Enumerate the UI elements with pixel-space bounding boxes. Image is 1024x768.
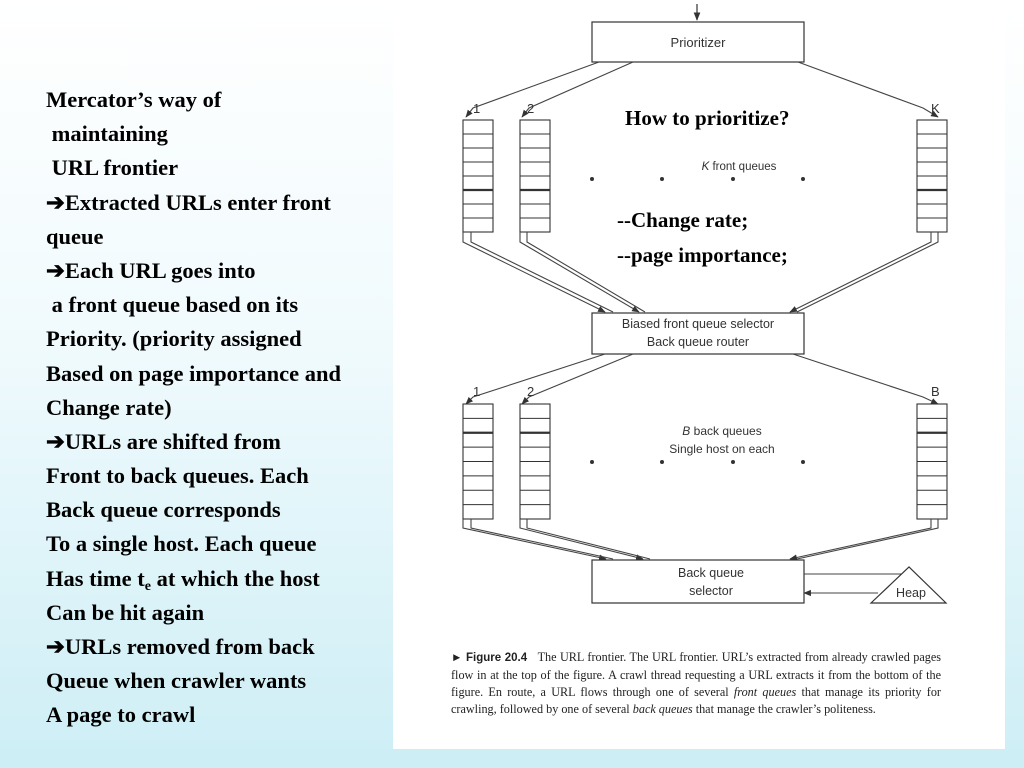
back-queues-caption: B back queues	[682, 424, 761, 438]
slide-text-line: Front to back queues. Each	[46, 459, 426, 493]
url-frontier-figure: Prioritizer 1 2 K K front queues How to …	[393, 0, 1005, 749]
slide-text-line: Has time te at which the host	[46, 562, 426, 596]
bullet-arrow-icon: ➔	[46, 634, 65, 659]
slide-text-segment: Priority. (priority assigned	[46, 326, 302, 352]
caption-text: that manage the crawler’s politeness.	[692, 702, 876, 716]
router-to-back-arrows	[465, 353, 939, 405]
figure-caption: ► Figure 20.4 The URL frontier. The URL …	[451, 649, 941, 718]
slide-text-segment: URL frontier	[46, 155, 179, 181]
bullet-arrow-icon: ➔	[46, 189, 65, 215]
front-queue-label-1: 1	[473, 101, 480, 116]
page-importance-note: --page importance;	[617, 243, 788, 267]
slide-text-segment: URLs removed from back	[64, 634, 315, 659]
slide-text-line: ➔Each URL goes into	[46, 254, 426, 288]
front-queue-1	[462, 119, 494, 233]
back-queue-b	[916, 403, 948, 520]
back-queue-1	[462, 403, 494, 520]
slide-text-line: ➔Extracted URLs enter front	[46, 186, 426, 220]
slide-text-segment: Has time t	[46, 565, 145, 591]
slide-text-segment: Extracted URLs enter front	[64, 189, 331, 215]
back-queues	[462, 403, 948, 520]
heap-triangle	[869, 566, 948, 604]
slide-text-segment: Queue when crawler wants	[46, 668, 307, 694]
back-router-label: Back queue router	[647, 335, 749, 349]
prioritizer-label: Prioritizer	[671, 35, 727, 50]
slide-text-segment: a front queue based on its	[46, 292, 299, 318]
prioritizer-box	[591, 21, 805, 63]
slide-text-segment: Front to back queues. Each	[46, 463, 309, 489]
slide-text-line: Based on page importance and	[46, 357, 426, 391]
slide-body-text: Mercator’s way of maintaining URL fronti…	[46, 83, 426, 733]
bullet-arrow-icon: ➔	[46, 428, 65, 454]
back-queues-subcaption: Single host on each	[669, 442, 774, 456]
slide-text-segment: Change rate)	[46, 394, 172, 420]
slide-text-line: maintaining	[46, 117, 426, 151]
caption-emphasis: back queues	[632, 702, 693, 716]
back-selector-label-1: Back queue	[678, 566, 744, 580]
slide-text-segment: Based on page importance and	[46, 360, 342, 386]
slide-text-segment: To a single host. Each queue	[46, 531, 317, 557]
slide-text-line: URL frontier	[46, 151, 426, 185]
back-selector-label-2: selector	[689, 584, 733, 598]
slide-text-segment: maintaining	[46, 121, 168, 147]
how-to-prioritize-note: How to prioritize?	[625, 106, 789, 130]
change-rate-note: --Change rate;	[617, 208, 748, 232]
slide-text-segment: queue	[46, 223, 104, 249]
slide-text-segment: Each URL goes into	[64, 257, 256, 283]
back-queue-2	[519, 403, 551, 520]
prioritizer-to-front-arrows	[465, 61, 939, 118]
front-queue-label-2: 2	[527, 101, 534, 116]
slide-text-line: Change rate)	[46, 391, 426, 425]
slide-text-line: A page to crawl	[46, 698, 426, 732]
slide-text-line: Can be hit again	[46, 596, 426, 630]
front-queue-k	[916, 119, 948, 233]
slide-text-line: queue	[46, 220, 426, 254]
slide-text-segment: Mercator’s way of	[46, 87, 222, 112]
slide-text-segment: A page to crawl	[46, 702, 196, 728]
slide-text-line: ➔URLs are shifted from	[46, 425, 426, 459]
figure-drawing: Prioritizer 1 2 K K front queues How to …	[462, 4, 948, 604]
back-ellipsis-dots	[590, 460, 805, 464]
slide-text-line: a front queue based on its	[46, 288, 426, 322]
front-queue-label-k: K	[931, 101, 940, 116]
front-queues-caption: K front queues	[702, 161, 777, 173]
front-queues	[462, 119, 948, 233]
slide-text-segment: at which the host	[150, 565, 320, 591]
slide-text-line: ➔URLs removed from back	[46, 630, 426, 664]
slide-text-line: Priority. (priority assigned	[46, 322, 426, 356]
front-to-selector-arrows	[462, 232, 939, 313]
front-selector-router-box	[591, 312, 805, 355]
slide-text-line: Back queue corresponds	[46, 493, 426, 527]
back-to-selector-arrows	[462, 519, 939, 561]
slide-text-line: To a single host. Each queue	[46, 527, 426, 561]
caption-figure-label: ► Figure 20.4	[451, 652, 528, 664]
caption-emphasis: front queues	[733, 685, 797, 699]
slide-text-segment: Can be hit again	[46, 599, 205, 625]
back-queue-label-1: 1	[473, 384, 480, 399]
slide-text-segment: Back queue corresponds	[46, 497, 281, 523]
slide-text-line: Queue when crawler wants	[46, 664, 426, 698]
subscript-text: e	[144, 578, 151, 594]
heap-label: Heap	[896, 586, 926, 600]
caption-text: The URL frontier. The URL frontier. URL’…	[451, 650, 942, 699]
back-queue-label-2: 2	[527, 384, 534, 399]
front-selector-label: Biased front queue selector	[622, 317, 774, 331]
front-queue-2	[519, 119, 551, 233]
slide-text-line: Mercator’s way of	[46, 83, 426, 117]
back-queue-selector-box	[591, 559, 805, 604]
front-ellipsis-dots	[590, 177, 805, 181]
caption-text: that manage its priority for crawling, f…	[451, 685, 941, 716]
bullet-arrow-icon: ➔	[46, 257, 65, 283]
slide-text-segment: URLs are shifted from	[64, 428, 281, 454]
back-queue-label-b: B	[931, 384, 940, 399]
